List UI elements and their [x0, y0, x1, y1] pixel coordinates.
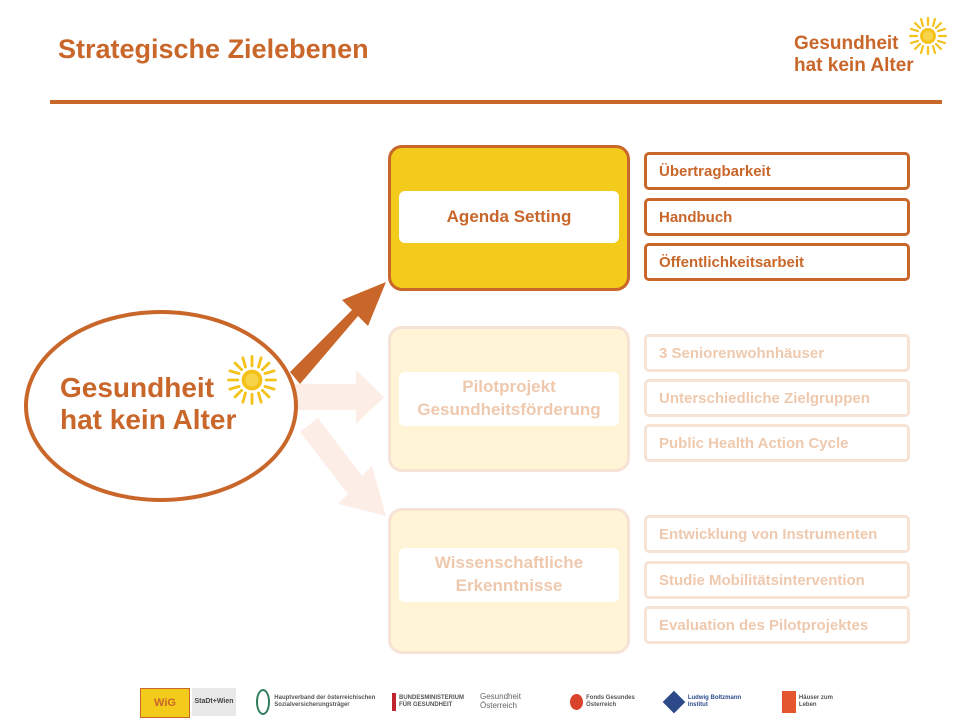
haeuser-zum-leben-logo-text: Häuser zum Leben [798, 695, 833, 708]
level-box-wissenschaft: Wissenschaftliche Erkenntnisse [388, 508, 630, 654]
ludwig-boltzmann-logo: Ludwig Boltzmann Institut [662, 688, 762, 716]
level-item: Unterschiedliche Zielgruppen [644, 379, 910, 417]
wig-logo: WiG [140, 688, 190, 718]
level-item: Public Health Action Cycle [644, 424, 910, 462]
hauptverband-logo: Hauptverband der österreichischen Sozial… [256, 688, 376, 716]
page-title: Strategische Zielebenen [58, 34, 369, 64]
level-item: Evaluation des Pilotprojektes [644, 606, 910, 644]
fonds-gesundes-logo-text: Fonds Gesundes Österreich [586, 695, 635, 708]
haeuser-zum-leben-logo: Häuser zum Leben [782, 688, 836, 716]
level-item: Übertragbarkeit [644, 152, 910, 190]
level-label: Wissenschaftliche Erkenntnisse [399, 548, 619, 602]
level-label: Agenda Setting [399, 191, 619, 243]
central-logo: Gesundheit hat kein Alter [24, 310, 298, 502]
header-logo-line2: hat kein Alter [794, 55, 914, 76]
sun-icon [908, 16, 948, 56]
bundesministerium-logo: BUNDESMINISTERIUM FÜR GESUNDHEIT [392, 688, 464, 716]
level-item: Entwicklung von Instrumenten [644, 515, 910, 553]
title-divider [50, 100, 942, 104]
arrow-icon [288, 370, 386, 516]
ludwig-boltzmann-logo-text: Ludwig Boltzmann Institut [687, 695, 742, 708]
arrow-icon [290, 282, 386, 384]
hauptverband-logo-text: Hauptverband der österreichischen Sozial… [274, 695, 376, 708]
gesundheit-oesterreich-logo: Gesundheit Österreich [480, 692, 521, 710]
level-item: Studie Mobilitätsintervention [644, 561, 910, 599]
stadt-wien-logo: StaDt+Wien [192, 688, 236, 716]
level-label: Pilotprojekt Gesundheitsförderung [399, 372, 619, 426]
level-item: 3 Seniorenwohnhäuser [644, 334, 910, 372]
level-box-agenda: Agenda Setting [388, 145, 630, 291]
level-box-pilot: Pilotprojekt Gesundheitsförderung [388, 326, 630, 472]
level-item: Handbuch [644, 198, 910, 236]
footer-logo-strip: WiG StaDt+Wien Hauptverband der österrei… [138, 686, 838, 720]
header-logo-line1: Gesundheit [794, 33, 899, 54]
central-logo-line1: Gesundheit [60, 372, 215, 403]
bundesministerium-logo-text: BUNDESMINISTERIUM FÜR GESUNDHEIT [398, 695, 464, 708]
header-logo: Gesundheit hat kein Alter [790, 14, 950, 80]
sun-icon [227, 355, 277, 405]
central-logo-line2: hat kein Alter [60, 404, 237, 435]
level-item: Öffentlichkeitsarbeit [644, 243, 910, 281]
fonds-gesundes-logo: Fonds Gesundes Österreich [570, 688, 652, 716]
